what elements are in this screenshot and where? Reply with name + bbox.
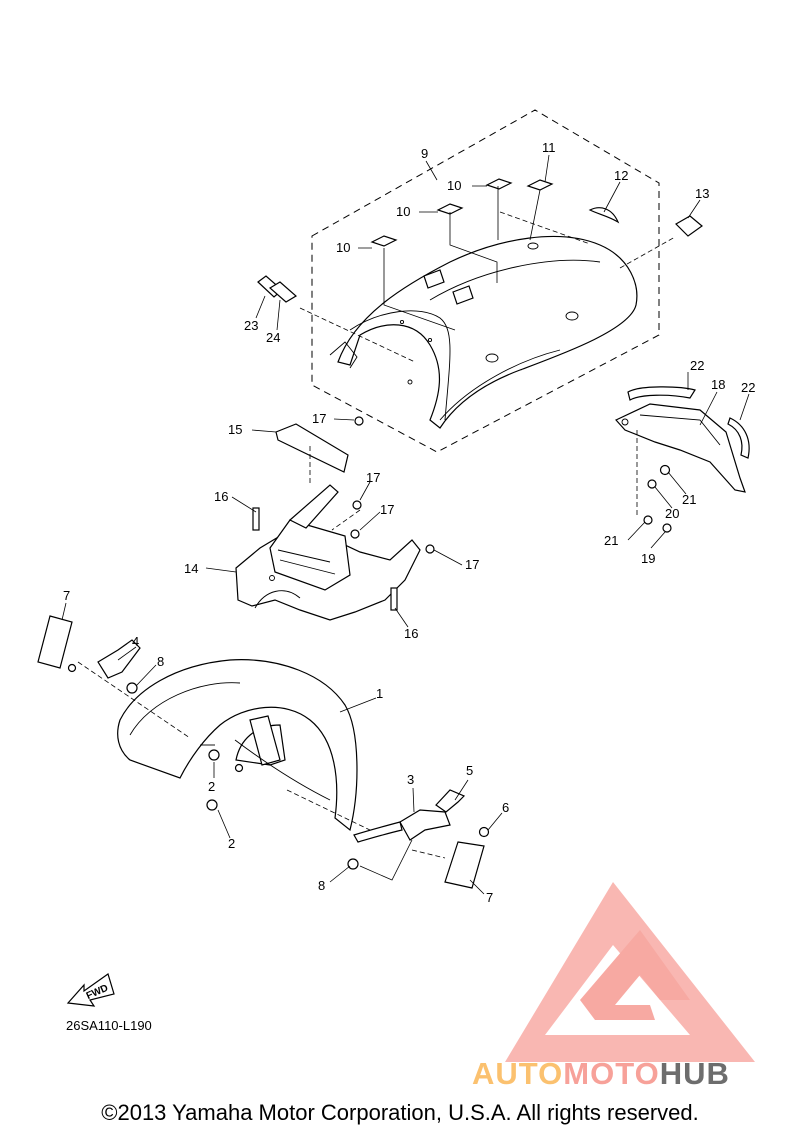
- copyright-notice: ©2013 Yamaha Motor Corporation, U.S.A. A…: [101, 1100, 699, 1125]
- diagram-code: 26SA110-L190: [66, 1018, 152, 1033]
- callout-23: 23: [244, 318, 258, 333]
- callout-2-lower: 2: [228, 836, 235, 851]
- watermark-word-auto: AUTO: [472, 1056, 564, 1091]
- callout-21-right: 21: [682, 492, 696, 507]
- leader-lines: [61, 154, 750, 895]
- callout-15: 15: [228, 422, 242, 437]
- callout-22-top: 22: [690, 358, 704, 373]
- callout-8-top: 8: [157, 654, 164, 669]
- callout-18: 18: [711, 377, 725, 392]
- callout-17-upper-middle: 17: [366, 470, 380, 485]
- fwd-arrow-label: FWD: [85, 983, 110, 1002]
- callout-20: 20: [665, 506, 679, 521]
- callout-10-middle: 10: [396, 204, 410, 219]
- side-bracket-part: [615, 386, 750, 493]
- callout-21-left: 21: [604, 533, 618, 548]
- decal-labels: [257, 178, 703, 303]
- watermark-wordmark: AUTOMOTOHUB: [472, 1056, 730, 1092]
- callout-11: 11: [542, 140, 556, 155]
- callout-1: 1: [376, 686, 383, 701]
- callout-10-bottom: 10: [336, 240, 350, 255]
- rear-fender-part: [329, 235, 638, 429]
- callout-17-lower-middle: 17: [380, 502, 394, 517]
- watermark-word-moto: MOTO: [563, 1056, 660, 1091]
- callout-4: 4: [132, 634, 139, 649]
- callout-7-right: 7: [486, 890, 493, 905]
- callout-10-top: 10: [447, 178, 461, 193]
- fastener-parts: [67, 416, 672, 870]
- fwd-arrow-icon: FWD: [66, 973, 115, 1007]
- callout-2-upper: 2: [208, 779, 215, 794]
- callout-16-right: 16: [404, 626, 418, 641]
- callout-numbers: 9 10 10 10 11 12 13 23 24 17 15 22 18 22…: [63, 140, 755, 905]
- callout-17-right: 17: [465, 557, 479, 572]
- assembly-lines: [77, 211, 676, 859]
- callout-5: 5: [466, 763, 473, 778]
- rear-fender-stay-part: [235, 484, 421, 621]
- watermark-logo-icon: [505, 882, 755, 1062]
- callout-16-left: 16: [214, 489, 228, 504]
- callout-9: 9: [421, 146, 428, 161]
- front-fender-part: [117, 659, 358, 832]
- callout-19: 19: [641, 551, 655, 566]
- callout-13: 13: [695, 186, 709, 201]
- callout-8-bottom: 8: [318, 878, 325, 893]
- callout-14: 14: [184, 561, 198, 576]
- rubber-plate-part: [275, 423, 349, 473]
- assembly-frame-rear-fender: [311, 109, 660, 453]
- callout-22-right: 22: [741, 380, 755, 395]
- callout-24: 24: [266, 330, 280, 345]
- watermark-word-hub: HUB: [659, 1056, 730, 1091]
- callout-7-left: 7: [63, 588, 70, 603]
- callout-17-top: 17: [312, 411, 326, 426]
- callout-12: 12: [614, 168, 628, 183]
- callout-3: 3: [407, 772, 414, 787]
- callout-6: 6: [502, 800, 509, 815]
